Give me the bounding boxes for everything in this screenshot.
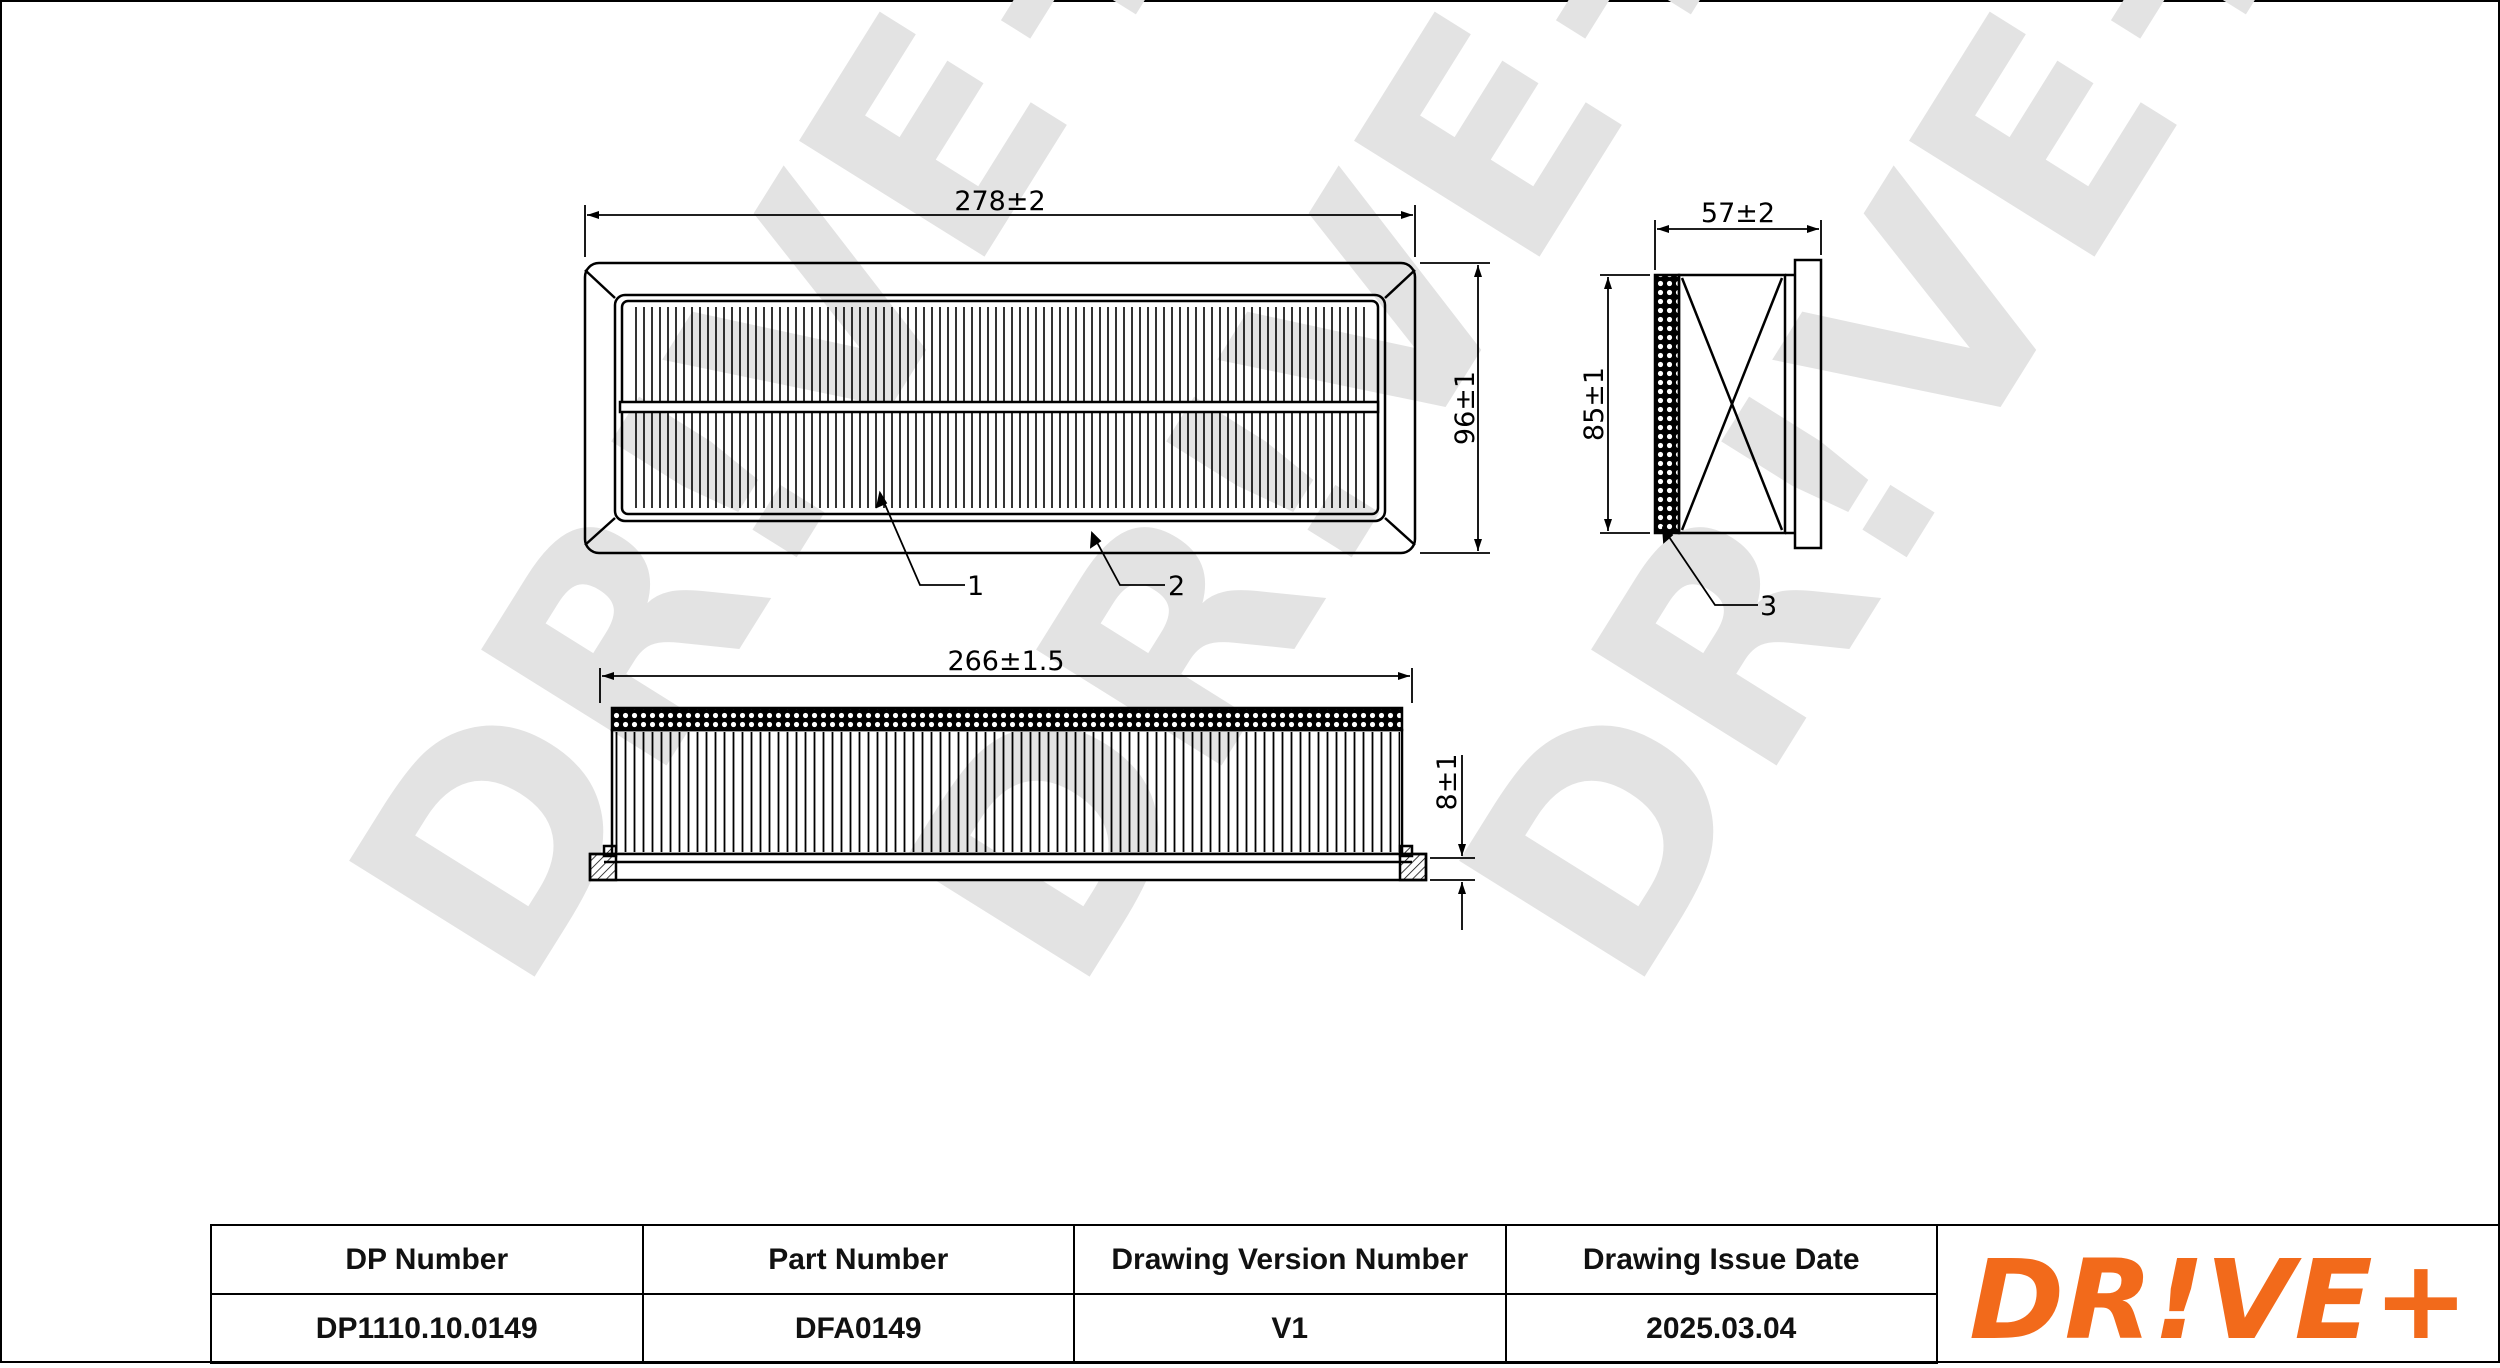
- value-issue-date: 2025.03.04: [1504, 1293, 1938, 1364]
- title-block-value-row: DP1110.10.0149 DFA0149 V1 2025.03.04: [210, 1293, 1938, 1364]
- dim-length-label: 278±2: [954, 186, 1045, 217]
- callout-3: 3: [1760, 591, 1777, 622]
- header-dp-number: DP Number: [210, 1224, 644, 1295]
- dim-flange-label: 8±1: [1432, 754, 1463, 811]
- callout-2: 2: [1168, 571, 1185, 602]
- header-issue-date: Drawing Issue Date: [1504, 1224, 1938, 1295]
- header-drawing-version: Drawing Version Number: [1073, 1224, 1507, 1295]
- value-dp-number: DP1110.10.0149: [210, 1293, 644, 1364]
- frame-inner: [613, 293, 1387, 523]
- title-block-header-row: DP Number Part Number Drawing Version Nu…: [210, 1224, 1938, 1295]
- value-drawing-version: V1: [1073, 1293, 1507, 1364]
- dim-height-label: 96±1: [1450, 371, 1481, 445]
- top-view-dimensions: [584, 205, 1490, 586]
- leader-1: [879, 492, 965, 586]
- logo-box: DR!VE+: [1936, 1224, 2500, 1364]
- side-flange: [588, 852, 1428, 882]
- watermark: DR!VE+ DR!VE+ DR!VE+: [284, 0, 2382, 1038]
- dim-width-label: 57±2: [1701, 198, 1775, 229]
- end-flange: [1793, 258, 1823, 550]
- leader-3: [1662, 527, 1758, 606]
- side-mesh: [610, 706, 1404, 732]
- end-view: [1653, 258, 1823, 550]
- side-view-dimensions: [599, 668, 1475, 930]
- end-mesh: [1653, 273, 1681, 535]
- drive-logo: DR!VE+: [1969, 1236, 2469, 1364]
- center-rib: [618, 400, 1380, 414]
- leader-2: [1091, 532, 1165, 586]
- dim-end-height-label: 85±1: [1579, 367, 1610, 441]
- callout-1: 1: [967, 571, 984, 602]
- end-body: [1677, 273, 1787, 535]
- frame-outer: [583, 261, 1417, 555]
- header-part-number: Part Number: [641, 1224, 1075, 1295]
- dim-side-length-label: 266±1.5: [947, 646, 1064, 677]
- title-block: DP Number Part Number Drawing Version Nu…: [210, 1224, 1938, 1364]
- technical-drawing: DR!VE+ DR!VE+ DR!VE+ 278±2 96±1 1 2: [284, 0, 2382, 1038]
- top-view: [583, 261, 1417, 555]
- side-view: [588, 706, 1428, 882]
- logo-text: DR!VE+: [1969, 1236, 2469, 1363]
- end-view-dimensions: [1600, 220, 1822, 606]
- value-part-number: DFA0149: [641, 1293, 1075, 1364]
